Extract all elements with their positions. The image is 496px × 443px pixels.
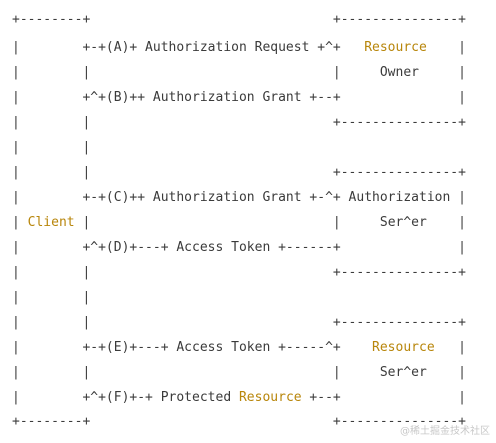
- diagram-line: | +-+(C)++ Authorization Grant +-^+ Auth…: [12, 190, 466, 205]
- client-label: Client: [27, 215, 75, 230]
- diagram-line: | +^+(D)+---+ Access Token +------+ |: [12, 240, 466, 255]
- resource-server-label: Resource: [372, 340, 435, 355]
- diagram-line: +--------+ +---------------+: [12, 414, 466, 429]
- protected-resource-label: Resource: [238, 390, 302, 405]
- diagram-line: | | +---------------+: [12, 265, 466, 280]
- diagram-line: | | | Owner |: [12, 65, 466, 80]
- diagram-line: | |: [12, 140, 91, 155]
- diagram-line: | | +---------------+: [12, 115, 466, 130]
- resource-owner-label: Resource: [364, 40, 427, 55]
- diagram-line: | | +---------------+: [12, 315, 466, 330]
- diagram-line: | +^+(B)++ Authorization Grant +--+ |: [12, 90, 466, 105]
- diagram-line: | | +---------------+: [12, 165, 466, 180]
- diagram-line: | |: [12, 290, 91, 305]
- diagram-line: | | | Ser^er |: [12, 365, 466, 380]
- diagram-line: | +-+(E)+---+ Access Token +-----^+ Reso…: [12, 340, 466, 355]
- watermark: @稀土掘金技术社区: [400, 426, 490, 437]
- diagram-line: | +-+(A)+ Authorization Request +^+ Reso…: [12, 40, 466, 55]
- diagram-line: | Client | | Ser^er |: [12, 215, 466, 230]
- diagram-line: | +^+(F)+-+ Protected Resource +--+ |: [12, 390, 466, 405]
- diagram-line: +--------+ +---------------+: [12, 12, 466, 27]
